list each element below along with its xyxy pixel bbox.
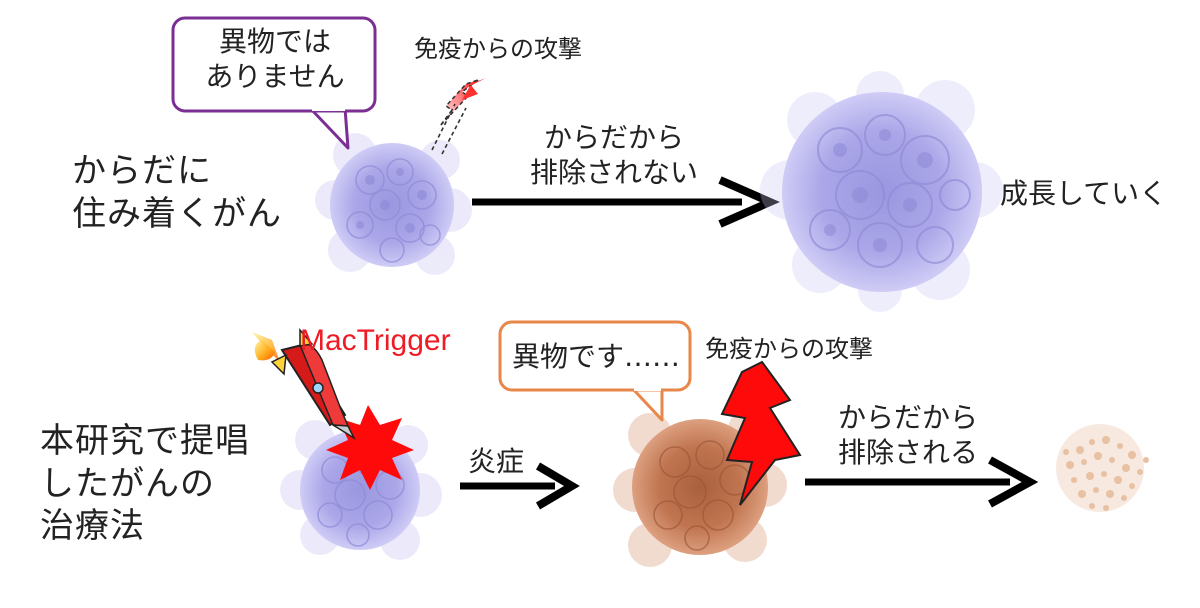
bottom-arrow2-label-line1: からだから <box>838 401 979 434</box>
drug-label: MacTrigger <box>300 324 451 357</box>
bottom-arrow1-label: 炎症 <box>468 445 525 478</box>
bottom-left-label: 本研究で提唱 したがんの 治療法 <box>40 420 250 548</box>
top-arrow-label-line1: からだから <box>544 121 685 154</box>
rocket-icon <box>252 327 356 441</box>
top-result-label: 成長していく <box>1000 177 1168 210</box>
speech-bubble-bottom <box>498 320 692 392</box>
tumor-large-top <box>760 71 1003 312</box>
bottom-arrow2-label-line2: 排除される <box>838 436 979 469</box>
tumor-small-top <box>315 133 472 275</box>
lightning-bolt-icon <box>720 360 802 506</box>
arrow-right-icon <box>805 456 1039 508</box>
arrow-right-icon <box>472 176 780 228</box>
top-left-label-line1: からだに <box>72 151 212 191</box>
speech-bubble-tail-top <box>308 106 350 150</box>
bottom-attack-label: 免疫からの攻撃 <box>705 335 873 363</box>
top-arrow-label-line2: 排除されない <box>530 156 699 189</box>
arrow-right-icon <box>460 462 580 510</box>
top-bubble-line2: ありません <box>205 60 345 93</box>
top-bubble-text: 異物では ありません <box>180 24 370 94</box>
top-attack-label: 免疫からの攻撃 <box>414 35 582 63</box>
bottom-bubble-text: 異物です…… <box>511 340 680 373</box>
speech-bubble-top <box>171 16 377 113</box>
top-bubble-line1: 異物では <box>218 25 331 58</box>
tumor-debris <box>1056 424 1149 512</box>
attack-bolt-top-icon <box>431 78 486 155</box>
bottom-left-label-line1: 本研究で提唱 <box>40 421 250 461</box>
bottom-arrow2-label: からだから 排除される <box>838 400 978 470</box>
top-arrow-label: からだから 排除されない <box>530 120 698 190</box>
tumor-small-bottom <box>280 420 442 560</box>
bottom-left-label-line3: 治療法 <box>40 506 145 546</box>
top-left-label: からだに 住み着くがん <box>72 150 282 235</box>
bottom-left-label-line2: したがんの <box>40 463 215 504</box>
top-left-label-line2: 住み着くがん <box>72 193 282 234</box>
